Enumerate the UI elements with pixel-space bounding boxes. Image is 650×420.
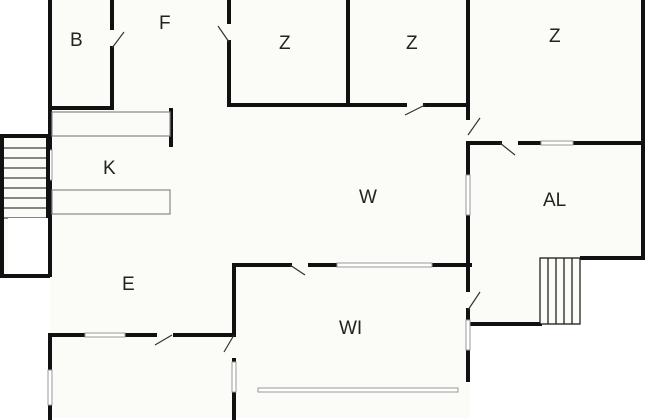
room-label-al: AL bbox=[543, 190, 566, 211]
kitchen-counter bbox=[51, 111, 171, 215]
room-label-z2: Z bbox=[406, 33, 418, 54]
room-label-wi: WI bbox=[339, 318, 362, 339]
windows bbox=[47, 140, 574, 406]
room-label-b: B bbox=[70, 30, 83, 51]
left-stairs bbox=[0, 134, 50, 278]
room-label-k: K bbox=[103, 158, 116, 179]
right-stairs bbox=[539, 256, 643, 325]
room-label-z1: Z bbox=[279, 33, 291, 54]
room-label-f: F bbox=[159, 13, 171, 34]
doors bbox=[111, 25, 516, 353]
room-labels: B F Z Z Z K W AL E WI bbox=[70, 13, 566, 339]
room-label-z3: Z bbox=[549, 26, 561, 47]
room-label-e: E bbox=[122, 274, 135, 295]
room-label-w: W bbox=[359, 187, 377, 208]
